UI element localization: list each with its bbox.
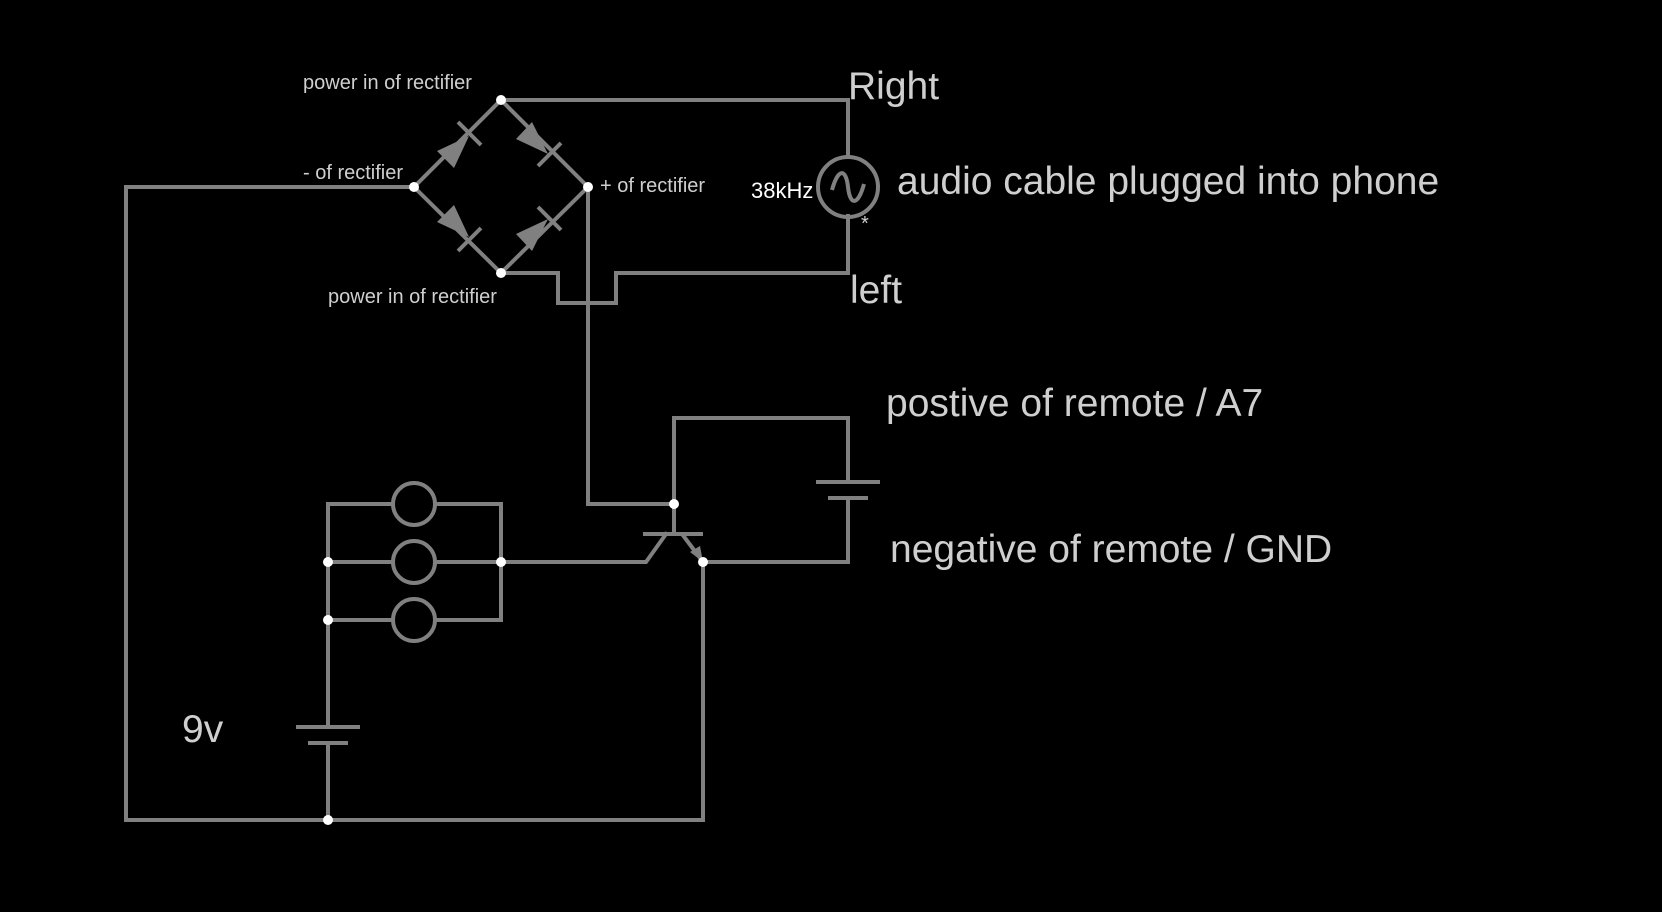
diode-1-bar: [456, 120, 483, 147]
label-rectifier-power-in-bottom: power in of rectifier: [328, 286, 497, 308]
wires: [124, 98, 850, 822]
label-battery-voltage: 9v: [182, 708, 224, 751]
led-array: [391, 481, 437, 643]
label-source-polarity: *: [861, 213, 869, 235]
node-rectifier-right: [583, 182, 593, 192]
label-remote-positive: postive of remote / A7: [886, 382, 1263, 425]
node-emitter: [698, 557, 708, 567]
wire-emitter-to-ground: [326, 560, 705, 822]
node-led-left-2: [323, 557, 333, 567]
node-rectifier-left: [409, 182, 419, 192]
wire-rectifier-positive-to-collector: [586, 185, 676, 506]
node-rectifier-bottom: [496, 268, 506, 278]
ac-source-circle: [816, 155, 880, 219]
wire-left-to-rectifier-bottom: [499, 214, 850, 305]
led-1: [391, 481, 437, 527]
junction-nodes: [323, 95, 708, 825]
ac-source: [816, 155, 880, 219]
wire-remote-negative-to-emitter: [701, 496, 850, 564]
diode-2-body: [516, 122, 548, 154]
diode-2-bar: [536, 141, 563, 168]
wire-rectifier-negative-rail: [124, 185, 416, 822]
rectifier-outline: [412, 97, 591, 276]
remote-battery: [816, 480, 880, 500]
label-remote-negative: negative of remote / GND: [890, 528, 1332, 571]
transistor-emitter-arrow: [690, 546, 703, 562]
led-2: [391, 539, 437, 585]
node-ground: [323, 815, 333, 825]
diode-3-bar: [456, 226, 483, 253]
node-rectifier-top: [496, 95, 506, 105]
label-rectifier-negative: - of rectifier: [303, 162, 403, 184]
node-collector: [669, 499, 679, 509]
label-rectifier-power-in-top: power in of rectifier: [303, 72, 472, 94]
label-rectifier-positive: + of rectifier: [600, 175, 705, 197]
label-source-left: left: [850, 269, 902, 312]
wire-led-to-base: [499, 531, 669, 564]
battery-9v: [296, 725, 360, 745]
diode-1-body: [437, 136, 469, 168]
led-3: [391, 597, 437, 643]
label-audio-cable: audio cable plugged into phone: [897, 160, 1439, 203]
node-led-left-3: [323, 615, 333, 625]
labels: power in of rectifier - of rectifier + o…: [182, 65, 1439, 751]
wire-right-to-rectifier-top: [499, 98, 850, 159]
label-source-frequency: 38kHz: [751, 178, 813, 203]
node-led-right-2: [496, 557, 506, 567]
label-source-right: Right: [848, 65, 939, 108]
ac-source-sine: [830, 171, 866, 203]
wire-collector-to-remote-positive: [672, 416, 850, 506]
diode-3-body: [437, 205, 469, 237]
diode-4-body: [516, 219, 548, 251]
bridge-rectifier: [412, 97, 591, 276]
diode-4-bar: [536, 205, 563, 232]
